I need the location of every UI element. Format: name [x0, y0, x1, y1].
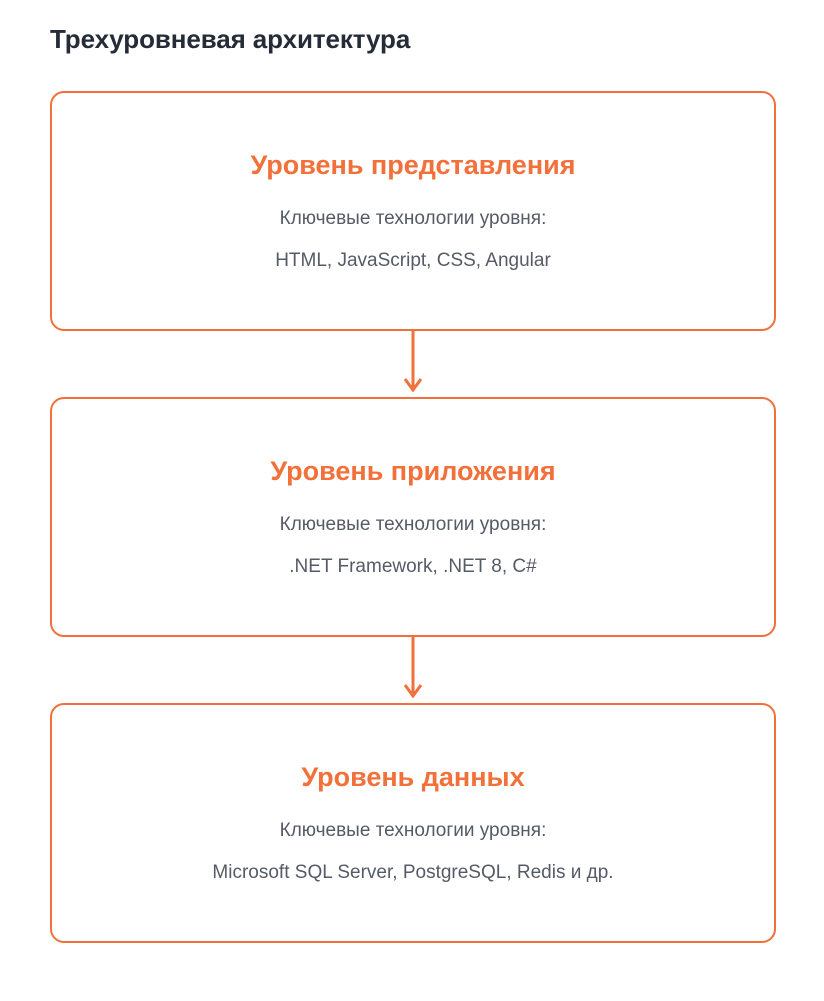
- tier-caption-data: Ключевые технологии уровня:: [279, 820, 547, 842]
- arrow-down-icon: [403, 331, 423, 393]
- connector-presentation-to-application: [50, 331, 776, 397]
- tier-technologies-presentation: HTML, JavaScript, CSS, Angular: [275, 250, 551, 272]
- tier-technologies-application: .NET Framework, .NET 8, C#: [289, 556, 537, 578]
- tier-caption-presentation: Ключевые технологии уровня:: [279, 208, 547, 230]
- tier-box-presentation: Уровень представления Ключевые технологи…: [50, 91, 776, 331]
- tier-technologies-data: Microsoft SQL Server, PostgreSQL, Redis …: [212, 862, 614, 884]
- arrow-down-icon: [403, 637, 423, 699]
- connector-application-to-data: [50, 637, 776, 703]
- tier-box-data: Уровень данных Ключевые технологии уровн…: [50, 703, 776, 943]
- page-title: Трехуровневая архитектура: [50, 24, 411, 54]
- tier-heading-application: Уровень приложения: [270, 456, 556, 487]
- tier-stack: Уровень представления Ключевые технологи…: [50, 91, 776, 943]
- tier-box-application: Уровень приложения Ключевые технологии у…: [50, 397, 776, 637]
- tier-heading-presentation: Уровень представления: [250, 150, 576, 181]
- tier-caption-application: Ключевые технологии уровня:: [279, 514, 547, 536]
- tier-heading-data: Уровень данных: [301, 762, 525, 793]
